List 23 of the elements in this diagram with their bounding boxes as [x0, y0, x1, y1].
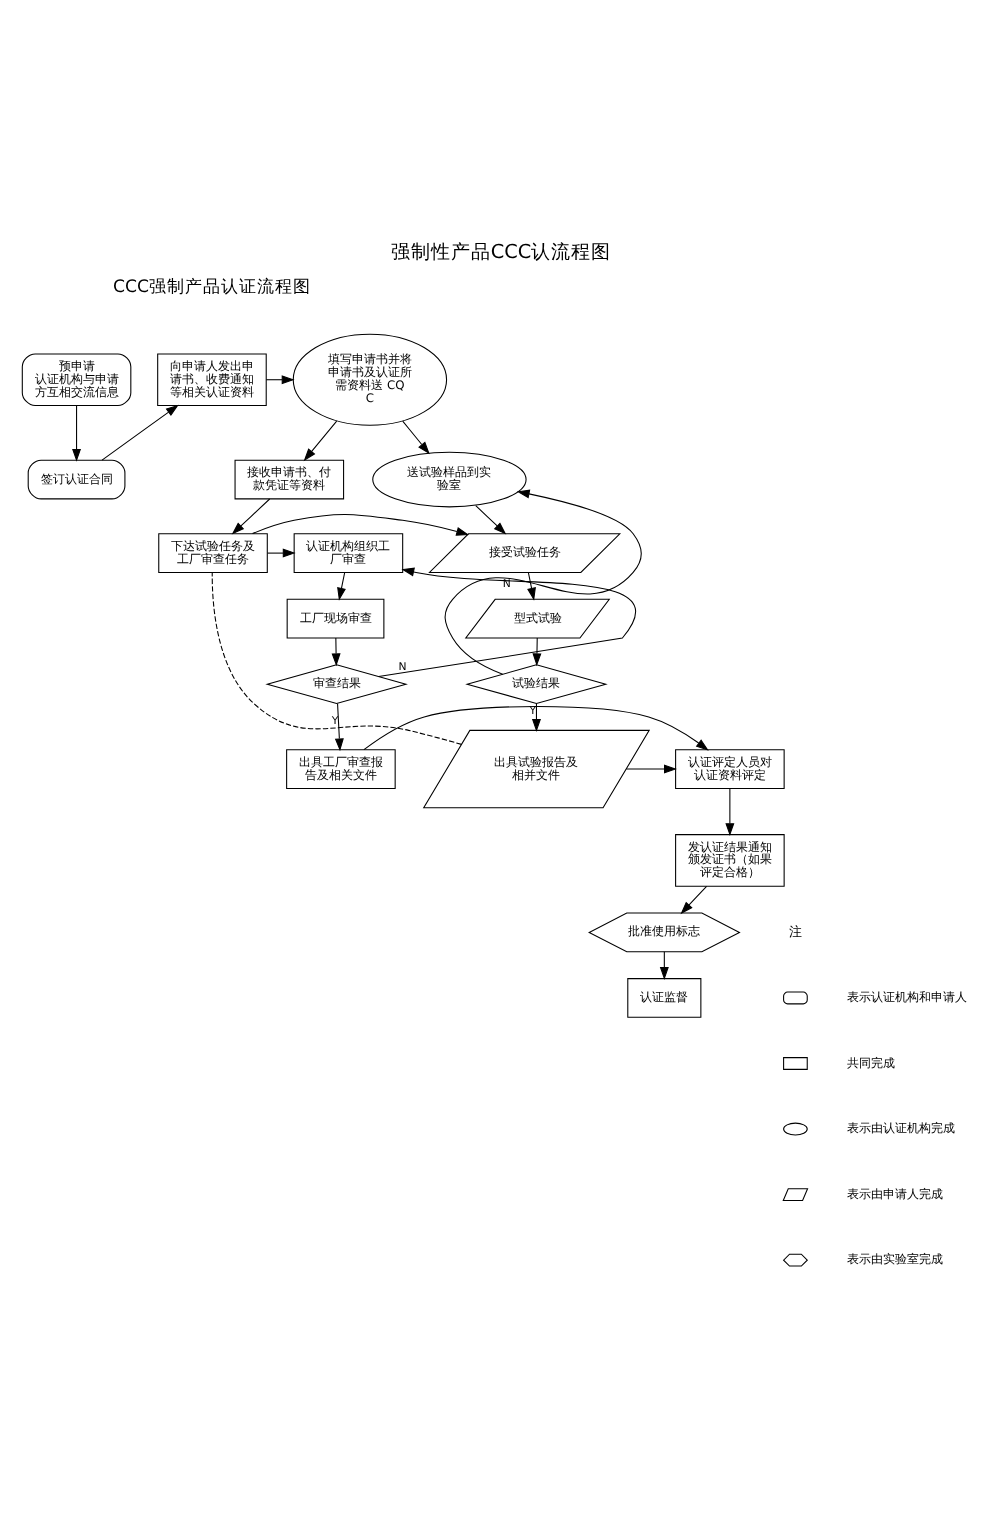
arrow — [624, 764, 676, 774]
arrow — [71, 405, 81, 462]
arrow — [230, 498, 270, 535]
arrow — [265, 548, 295, 558]
arrow — [362, 706, 708, 751]
arrow — [333, 703, 343, 752]
arrow — [264, 375, 294, 385]
label: CCC强制产品认证流程图 — [111, 278, 310, 299]
arrow — [336, 572, 345, 601]
connector — [210, 571, 461, 745]
arrow — [401, 420, 429, 455]
arrow — [724, 788, 734, 837]
arrow — [679, 885, 707, 915]
arrow — [100, 404, 178, 461]
arrow — [526, 572, 535, 601]
arrow — [443, 489, 641, 675]
arrow — [531, 637, 541, 667]
diagram-title: 强制性产品CCC认流程图 — [389, 242, 611, 265]
arrow — [474, 505, 506, 535]
arrow — [302, 420, 337, 462]
arrow — [251, 513, 469, 536]
arrow — [377, 567, 635, 678]
arrow — [330, 637, 340, 667]
